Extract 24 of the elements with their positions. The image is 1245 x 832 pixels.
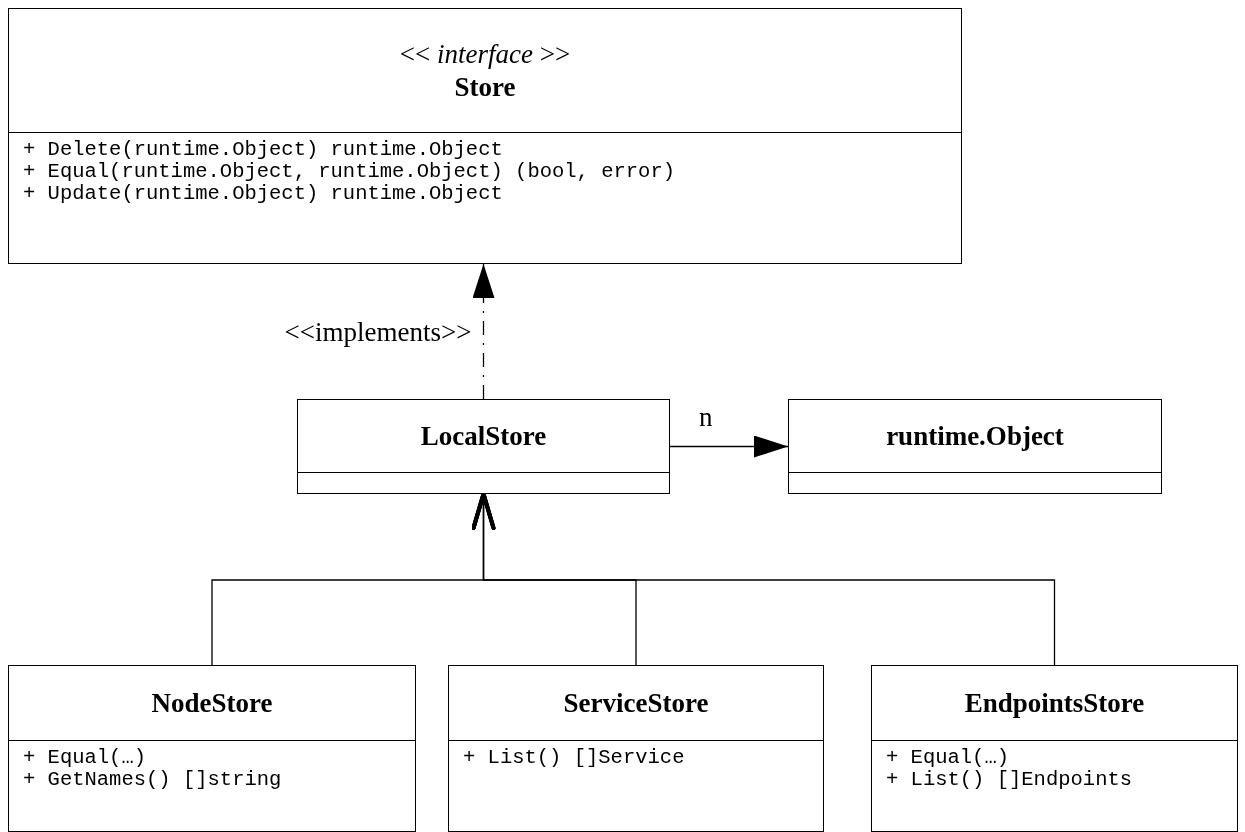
method-signature: + Equal(…) [23,747,148,769]
class-name: EndpointsStore [964,686,1145,720]
class-box [8,665,416,832]
method-signature: + List() []Service [463,747,686,769]
method-signature: + Equal(…) [886,747,1011,769]
class-name: LocalStore [420,419,547,453]
class-name: ServiceStore [563,686,709,720]
method-signature: + Equal(runtime.Object, runtime.Object) (bool, error) [23,161,676,183]
method-signature: + List() []Endpoints [886,769,1134,791]
method-signature: + Delete(runtime.Object) runtime.Object [23,139,504,161]
class-box [297,399,670,494]
arrow [669,435,789,458]
class-box [788,399,1162,494]
stereotype-label: << interface >> [399,37,571,71]
class-name: NodeStore [151,686,273,720]
dashed-arrow [472,263,495,400]
class-name: Store [454,70,516,104]
class-box [871,665,1238,832]
method-signature: + GetNames() []string [23,769,283,791]
arrow [471,492,1056,666]
class-name: runtime.Object [886,419,1064,453]
method-signature: + Update(runtime.Object) runtime.Object [23,183,504,205]
class-box [448,665,824,832]
class-box [8,8,962,264]
